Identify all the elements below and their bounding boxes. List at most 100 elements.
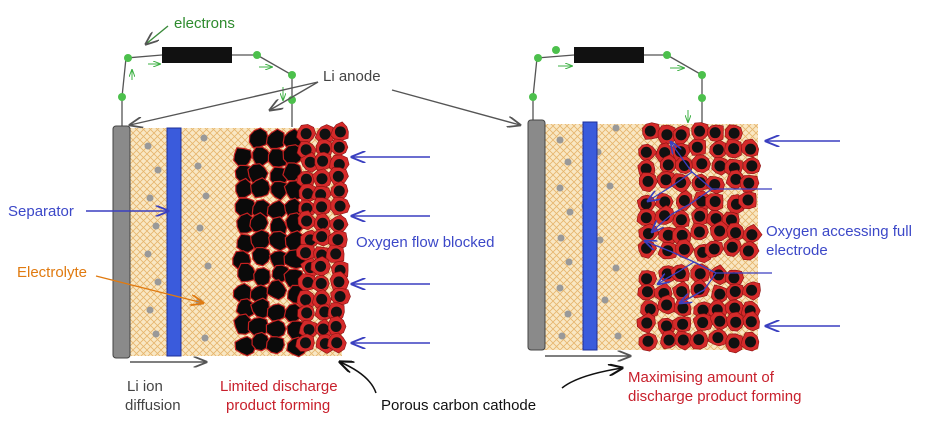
carbon-core bbox=[745, 316, 757, 328]
carbon-core bbox=[674, 268, 686, 280]
carbon-core bbox=[710, 213, 722, 225]
carbon-core bbox=[746, 284, 758, 296]
carbon-particle bbox=[266, 199, 289, 221]
carbon-core bbox=[330, 321, 342, 333]
carbon-particle bbox=[251, 246, 272, 267]
carbon-core bbox=[694, 268, 706, 280]
carbon-particle bbox=[234, 335, 257, 357]
carbon-particle bbox=[267, 230, 289, 252]
carbon-core bbox=[316, 293, 328, 305]
carbon-core bbox=[678, 243, 690, 255]
carbon-core bbox=[319, 143, 331, 155]
carbon-core bbox=[330, 248, 342, 260]
carbon-particle bbox=[266, 279, 288, 301]
left-circuit bbox=[118, 47, 296, 127]
carbon-core bbox=[746, 160, 758, 172]
li-ion-dots-left bbox=[144, 134, 212, 342]
carbon-particle bbox=[235, 177, 254, 199]
carbon-core bbox=[675, 214, 687, 226]
resistor-left bbox=[162, 47, 232, 63]
carbon-core bbox=[714, 225, 726, 237]
carbon-core bbox=[693, 283, 705, 295]
carbon-core bbox=[697, 317, 709, 329]
carbon-core bbox=[330, 306, 342, 318]
carbon-core bbox=[661, 299, 673, 311]
label-porous-cathode: Porous carbon cathode bbox=[381, 397, 536, 414]
carbon-core bbox=[708, 243, 720, 255]
carbon-core bbox=[678, 159, 690, 171]
carbon-core bbox=[315, 277, 327, 289]
oxygen-arrows-left bbox=[352, 157, 430, 343]
carbon-core bbox=[714, 315, 726, 327]
carbon-core bbox=[676, 286, 688, 298]
right-cell bbox=[527, 46, 772, 354]
carbon-particle bbox=[265, 319, 287, 339]
carbon-particle bbox=[269, 180, 289, 202]
carbon-core bbox=[691, 141, 703, 153]
carbon-core bbox=[726, 241, 738, 253]
carbon-particle bbox=[266, 303, 287, 322]
label-maximising-2: discharge product forming bbox=[628, 388, 801, 405]
carbon-particle bbox=[265, 128, 286, 150]
oxygen-arrows-right bbox=[766, 141, 840, 326]
carbon-core bbox=[319, 306, 331, 318]
electrons-pointer bbox=[146, 25, 169, 44]
carbon-core bbox=[728, 143, 740, 155]
carbon-core bbox=[304, 156, 316, 168]
carbon-core bbox=[729, 302, 741, 314]
oxygen-pathways bbox=[645, 142, 772, 303]
carbon-core bbox=[315, 260, 327, 272]
carbon-core bbox=[693, 334, 705, 346]
separator-left bbox=[166, 127, 182, 357]
carbon-core bbox=[730, 316, 742, 328]
carbon-particle bbox=[249, 297, 271, 319]
carbon-core bbox=[714, 160, 726, 172]
carbon-core bbox=[300, 294, 312, 306]
carbon-core bbox=[694, 177, 706, 189]
carbon-particle bbox=[251, 331, 271, 352]
carbon-core bbox=[659, 147, 671, 159]
carbon-core bbox=[316, 231, 328, 243]
carbon-core bbox=[713, 269, 725, 281]
carbon-core bbox=[640, 146, 652, 158]
resistor-right bbox=[574, 47, 644, 63]
carbon-particle bbox=[251, 146, 272, 167]
carbon-core bbox=[300, 247, 312, 259]
carbon-core bbox=[641, 242, 653, 254]
carbon-core bbox=[728, 337, 740, 349]
carbon-core bbox=[301, 215, 313, 227]
separator-right bbox=[582, 121, 598, 351]
carbon-core bbox=[694, 125, 706, 137]
carbon-core bbox=[319, 128, 331, 140]
label-oxygen-full-2: electrode bbox=[766, 242, 828, 259]
carbon-core bbox=[742, 194, 754, 206]
carbon-core bbox=[317, 323, 329, 335]
carbon-core bbox=[300, 128, 312, 140]
carbon-core bbox=[693, 226, 705, 238]
label-electrons: electrons bbox=[174, 15, 235, 32]
carbon-core bbox=[676, 229, 688, 241]
carbon-core bbox=[728, 127, 740, 139]
carbon-core bbox=[334, 126, 346, 138]
carbon-core bbox=[302, 188, 314, 200]
carbon-core bbox=[301, 202, 313, 214]
carbon-core bbox=[725, 214, 737, 226]
carbon-core bbox=[302, 276, 314, 288]
cathode-pointer-left bbox=[340, 362, 377, 394]
carbon-core bbox=[640, 212, 652, 224]
carbon-core bbox=[662, 229, 674, 241]
carbon-particle bbox=[265, 336, 286, 355]
carbon-core bbox=[301, 307, 313, 319]
label-separator: Separator bbox=[8, 203, 74, 220]
label-maximising-1: Maximising amount of bbox=[628, 369, 775, 386]
carbon-core bbox=[661, 320, 673, 332]
label-li-ion-2: diffusion bbox=[125, 397, 181, 414]
carbon-core bbox=[662, 159, 674, 171]
carbon-core bbox=[697, 304, 709, 316]
label-li-anode: Li anode bbox=[323, 68, 381, 85]
carbon-core bbox=[317, 217, 329, 229]
carbon-core bbox=[333, 219, 345, 231]
carbon-core bbox=[745, 143, 757, 155]
carbon-core bbox=[300, 337, 312, 349]
carbon-core bbox=[712, 144, 724, 156]
